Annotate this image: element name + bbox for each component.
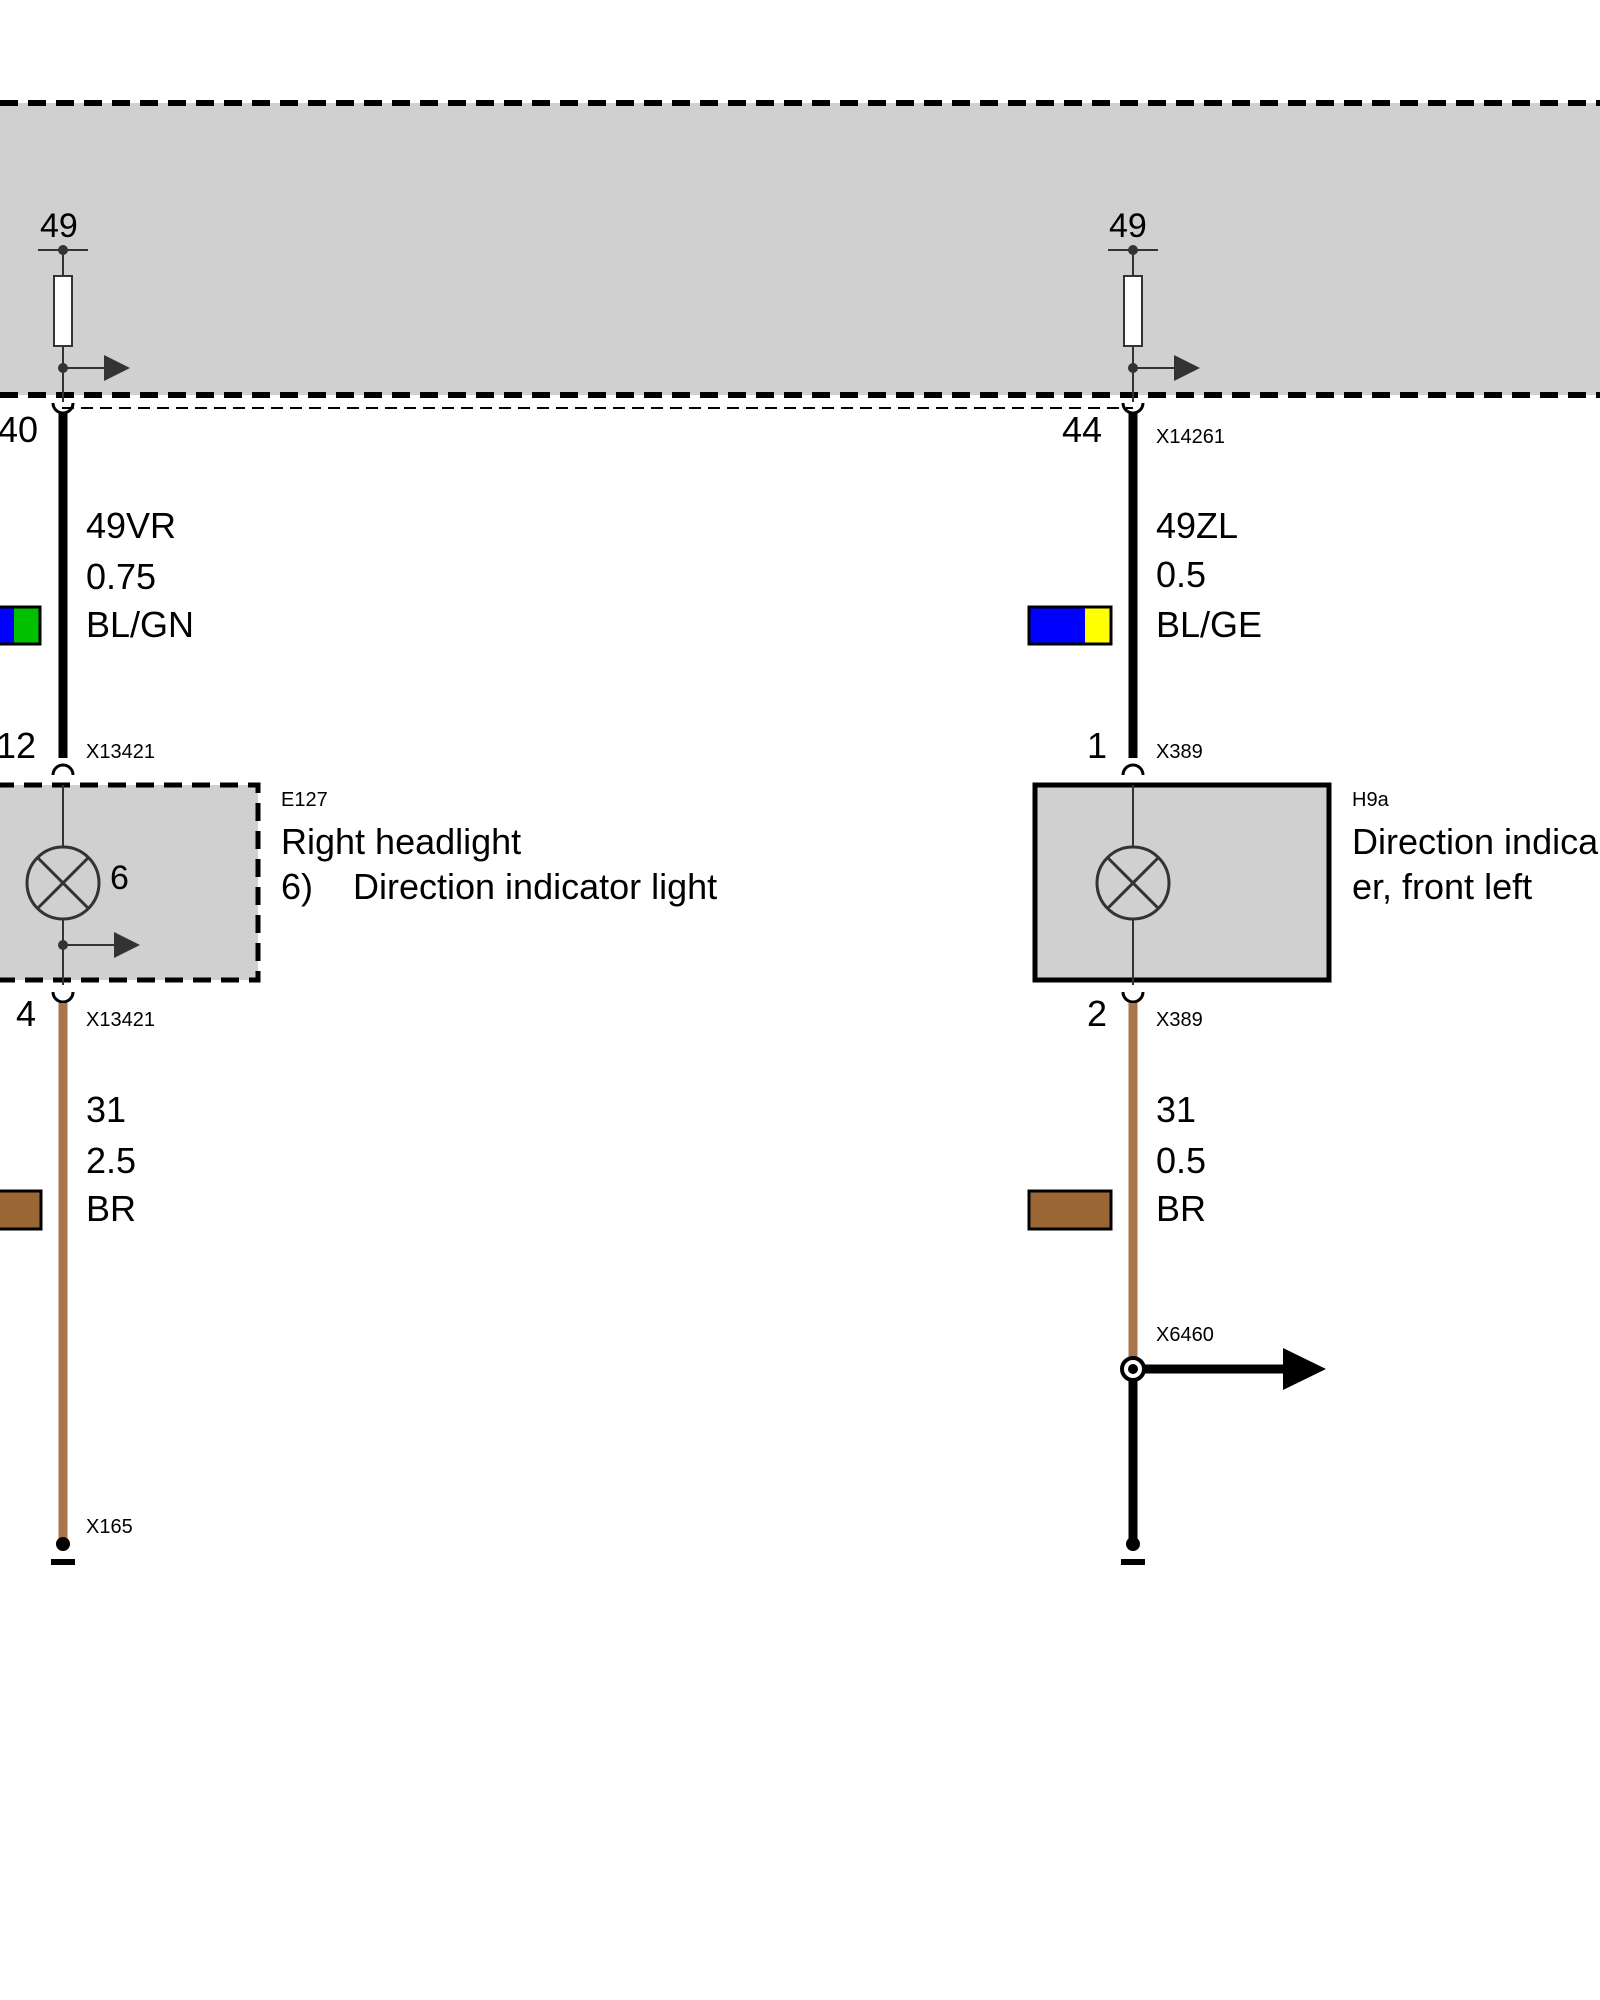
right-ground-icon (1121, 1559, 1145, 1565)
left-component-id: E127 (281, 789, 328, 811)
right-wire-signal: 49ZL (1156, 505, 1238, 546)
left-top-connector-pin: 12 (0, 725, 36, 766)
control-module (0, 100, 1600, 409)
left-fuse-arrow-icon (104, 355, 130, 381)
right-wire-size: 0.5 (1156, 554, 1206, 595)
right-fuse-arrow-icon (1174, 355, 1200, 381)
right-lower-wire-size: 0.5 (1156, 1140, 1206, 1181)
left-lower-wire-color-swatch (0, 1189, 43, 1231)
left-wire-size: 0.75 (86, 556, 156, 597)
left-ground-icon (51, 1559, 75, 1565)
left-component-name: Right headlight (281, 821, 521, 862)
left-bulb-label: 6 (110, 859, 129, 897)
right-module-connector-id: X14261 (1156, 426, 1225, 448)
right-splice-id: X6460 (1156, 1324, 1214, 1346)
left-top-connector-id: X13421 (86, 741, 155, 763)
left-lower-wire-color-code: BR (86, 1188, 136, 1229)
left-fuse-icon (53, 275, 73, 347)
right-ground-dot (1126, 1537, 1140, 1551)
module-body (0, 103, 1600, 395)
right-wire-color-swatch (1027, 605, 1113, 646)
right-splice-arrow-icon (1283, 1348, 1326, 1390)
left-circuit: 40 49VR 0.75 BL/GN 12 X13421 6 E127 Righ… (0, 402, 717, 1565)
left-bulb-arrow-icon (114, 932, 140, 958)
right-wire-color-code: BL/GE (1156, 604, 1262, 645)
right-top-connector-id: X389 (1156, 741, 1203, 763)
left-wire-signal: 49VR (86, 505, 176, 546)
right-component-id: H9a (1352, 789, 1390, 811)
left-top-connector-icon (51, 763, 75, 776)
left-lower-wire-size: 2.5 (86, 1140, 136, 1181)
left-wire-color-swatch (0, 605, 42, 646)
right-fuse-terminal-label: 49 (1109, 207, 1147, 245)
right-bottom-connector-id: X389 (1156, 1009, 1203, 1031)
left-fuse: 49 (38, 207, 130, 402)
right-fuse: 49 (1108, 207, 1200, 402)
left-module-pin-label: 40 (0, 409, 38, 450)
left-component-note-number: 6) (281, 866, 313, 907)
right-module-pin-label: 44 (1062, 409, 1102, 450)
right-lower-wire-color-code: BR (1156, 1188, 1206, 1229)
right-fuse-icon (1123, 275, 1143, 347)
left-ground-id: X165 (86, 1516, 133, 1538)
right-lower-wire-color-swatch (1027, 1189, 1113, 1231)
left-fuse-terminal-label: 49 (40, 207, 78, 245)
right-component-name-line1: Direction indica (1352, 821, 1599, 862)
left-bottom-connector-id: X13421 (86, 1009, 155, 1031)
left-wire-color-code: BL/GN (86, 604, 194, 645)
left-bottom-connector-pin: 4 (16, 993, 36, 1034)
right-bottom-connector-icon (1121, 991, 1145, 1004)
right-circuit: 44 X14261 49ZL 0.5 BL/GE 1 X389 H9a Dire… (1027, 402, 1599, 1565)
right-component-name-line2: er, front left (1352, 866, 1532, 907)
right-top-connector-icon (1121, 763, 1145, 776)
left-component-note-text: Direction indicator light (353, 866, 717, 907)
right-splice-node-dot (1128, 1364, 1138, 1374)
left-component-box (0, 782, 261, 983)
left-bottom-connector-icon (51, 991, 75, 1004)
right-component-box (1032, 782, 1332, 983)
right-top-connector-pin: 1 (1087, 725, 1107, 766)
right-bottom-connector-pin: 2 (1087, 993, 1107, 1034)
left-lower-wire-signal: 31 (86, 1089, 126, 1130)
right-lower-wire-signal: 31 (1156, 1089, 1196, 1130)
left-ground-dot (56, 1537, 70, 1551)
